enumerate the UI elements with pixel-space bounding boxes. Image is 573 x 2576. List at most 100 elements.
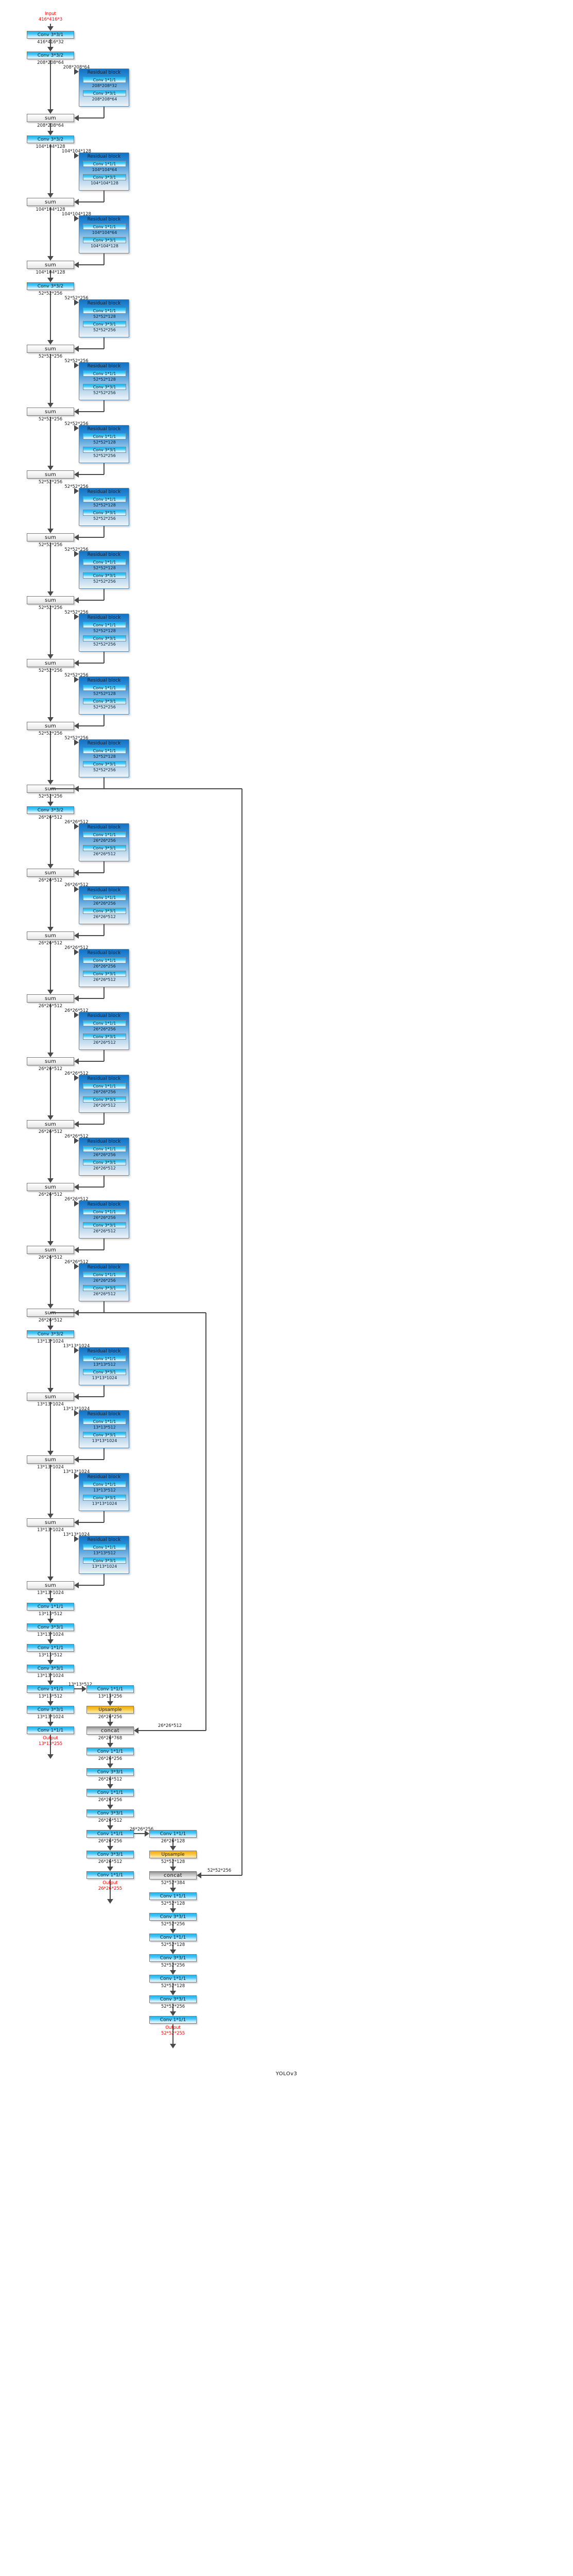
residual-conv-2[interactable]: Conv 3*3/1 [83, 174, 126, 180]
residual-conv-1[interactable]: Conv 1*1/1 [83, 1272, 126, 1278]
residual-conv-2[interactable]: Conv 3*3/1 [83, 1369, 126, 1375]
residual-conv-2[interactable]: Conv 3*3/1 [83, 635, 126, 641]
residual-conv-1[interactable]: Conv 1*1/1 [83, 1481, 126, 1487]
sum-block[interactable]: sum [27, 659, 74, 667]
residual-conv-1[interactable]: Conv 1*1/1 [83, 1209, 126, 1215]
sum-block[interactable]: sum [27, 198, 74, 206]
residual-conv-2[interactable]: Conv 3*3/1 [83, 1096, 126, 1103]
sum-block[interactable]: sum [27, 261, 74, 269]
head3-conv-3[interactable]: Conv 1*1/1 [149, 1934, 197, 1941]
residual-conv-2[interactable]: Conv 3*3/1 [83, 1159, 126, 1165]
residual-conv-2[interactable]: Conv 3*3/1 [83, 1285, 126, 1291]
residual-conv-2[interactable]: Conv 3*3/1 [83, 971, 126, 977]
head2-lateral-conv[interactable]: Conv 1*1/1 [86, 1685, 134, 1693]
head2-upsample[interactable]: Upsample [86, 1706, 134, 1714]
residual-conv-2[interactable]: Conv 3*3/1 [83, 698, 126, 704]
residual-conv-1[interactable]: Conv 1*1/1 [83, 308, 126, 314]
residual-conv-2[interactable]: Conv 3*3/1 [83, 1557, 126, 1564]
downsample-conv-stage-2[interactable]: Conv 3*3/2 [27, 135, 74, 143]
head2-conv-5[interactable]: Conv 1*1/1 [86, 1830, 134, 1838]
residual-conv-2[interactable]: Conv 3*3/1 [83, 510, 126, 516]
head3-conv-6[interactable]: Conv 3*3/1 [149, 1995, 197, 2003]
head1-conv-5[interactable]: Conv 1*1/1 [27, 1685, 74, 1693]
head2-conv-4[interactable]: Conv 3*3/1 [86, 1809, 134, 1817]
head2-concat[interactable]: concat [86, 1726, 134, 1735]
residual-conv-2[interactable]: Conv 3*3/1 [83, 384, 126, 390]
head1-conv-2[interactable]: Conv 3*3/1 [27, 1623, 74, 1631]
sum-block[interactable]: sum [27, 1393, 74, 1401]
residual-conv-2[interactable]: Conv 3*3/1 [83, 237, 126, 243]
sum-block[interactable]: sum [27, 1518, 74, 1527]
residual-conv-1[interactable]: Conv 1*1/1 [83, 1418, 126, 1425]
residual-conv-1[interactable]: Conv 1*1/1 [83, 224, 126, 230]
head2-conv-2[interactable]: Conv 3*3/1 [86, 1768, 134, 1776]
sum-block[interactable]: sum [27, 470, 74, 479]
sum-block[interactable]: sum [27, 722, 74, 730]
head1-conv-6[interactable]: Conv 3*3/1 [27, 1706, 74, 1714]
residual-conv-1[interactable]: Conv 1*1/1 [83, 496, 126, 502]
residual-conv-2[interactable]: Conv 3*3/1 [83, 1033, 126, 1040]
residual-conv-1[interactable]: Conv 1*1/1 [83, 685, 126, 691]
head3-lateral-conv[interactable]: Conv 1*1/1 [149, 1830, 197, 1838]
head3-conv-7[interactable]: Conv 1*1/1 [149, 2016, 197, 2024]
residual-conv-2[interactable]: Conv 3*3/1 [83, 845, 126, 851]
head2-conv-3[interactable]: Conv 1*1/1 [86, 1789, 134, 1797]
residual-conv-2[interactable]: Conv 3*3/1 [83, 1495, 126, 1501]
residual-conv-1[interactable]: Conv 1*1/1 [83, 957, 126, 963]
sum-block[interactable]: sum [27, 345, 74, 353]
head1-conv-4[interactable]: Conv 3*3/1 [27, 1665, 74, 1672]
stem-conv-2[interactable]: Conv 3*3/2 [27, 52, 74, 59]
residual-conv-1[interactable]: Conv 1*1/1 [83, 77, 126, 83]
residual-conv-1[interactable]: Conv 1*1/1 [83, 1146, 126, 1152]
residual-conv-2[interactable]: Conv 3*3/1 [83, 447, 126, 453]
sum-block[interactable]: sum [27, 1183, 74, 1191]
residual-conv-2[interactable]: Conv 3*3/1 [83, 90, 126, 96]
stem-conv-1[interactable]: Conv 3*3/1 [27, 31, 74, 39]
residual-conv-1[interactable]: Conv 1*1/1 [83, 433, 126, 439]
residual-conv-1[interactable]: Conv 1*1/1 [83, 832, 126, 838]
sum-block[interactable]: sum [27, 994, 74, 1003]
sum-block[interactable]: sum [27, 931, 74, 940]
residual-conv-2[interactable]: Conv 3*3/1 [83, 761, 126, 767]
residual-conv-1[interactable]: Conv 1*1/1 [83, 1083, 126, 1089]
residual-conv-2[interactable]: Conv 3*3/1 [83, 1432, 126, 1438]
head2-conv-7[interactable]: Conv 1*1/1 [86, 1871, 134, 1879]
residual-conv-1[interactable]: Conv 1*1/1 [83, 559, 126, 565]
sum-block[interactable]: sum [27, 114, 74, 122]
residual-conv-1[interactable]: Conv 1*1/1 [83, 622, 126, 628]
sum-block[interactable]: sum [27, 1455, 74, 1464]
head3-conv-2[interactable]: Conv 3*3/1 [149, 1913, 197, 1921]
sum-block[interactable]: sum [27, 408, 74, 416]
head1-conv-3[interactable]: Conv 1*1/1 [27, 1644, 74, 1652]
downsample-conv-stage-5[interactable]: Conv 3*3/2 [27, 1330, 74, 1338]
sum-block[interactable]: sum [27, 1581, 74, 1589]
head3-concat[interactable]: concat [149, 1871, 197, 1879]
head3-upsample[interactable]: Upsample [149, 1851, 197, 1858]
sum-block[interactable]: sum [27, 869, 74, 877]
downsample-conv-stage-3[interactable]: Conv 3*3/2 [27, 282, 74, 290]
residual-conv-1[interactable]: Conv 1*1/1 [83, 1355, 126, 1362]
head3-conv-4[interactable]: Conv 3*3/1 [149, 1954, 197, 1962]
residual-conv-2[interactable]: Conv 3*3/1 [83, 1222, 126, 1228]
